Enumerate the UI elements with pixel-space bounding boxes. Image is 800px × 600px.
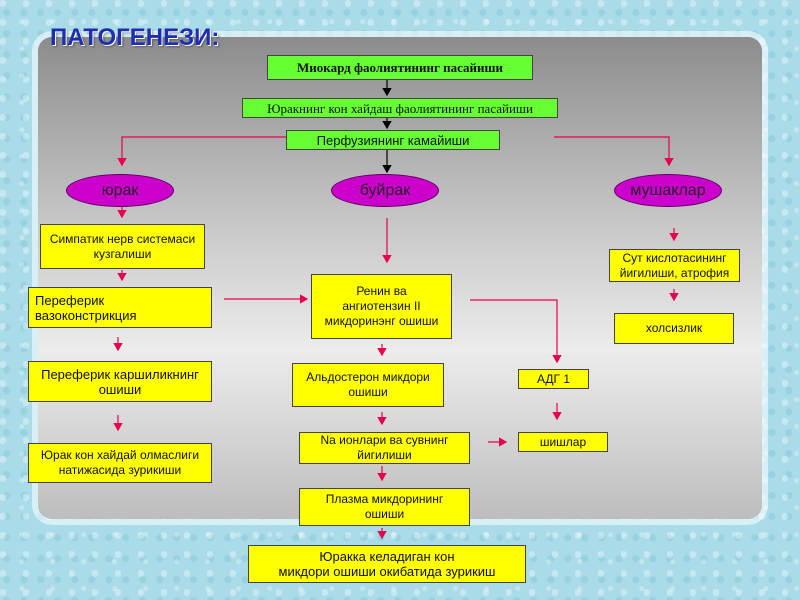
plasma-box: Плазма микдорининг ошиши: [299, 488, 470, 526]
arrow-to-muscle: [554, 136, 674, 167]
heart-failure-box: Юрак кон хайдай олмаслиги натижасида зур…: [28, 443, 212, 483]
renin-box: Ренин ва ангиотензин II микдоринэнг ошиш…: [311, 274, 452, 339]
lactic-acid-box: Сут кислотасининг йигилиши, атрофия: [609, 249, 740, 282]
perfusion-box: Перфузиянинг камайиши: [286, 130, 500, 150]
aldosterone-box: Альдостерон микдори ошиши: [292, 363, 444, 407]
heart-pump-box: Юракнинг кон хайдаш фаолиятининг пасайиш…: [242, 98, 558, 118]
resistance-box: Переферик каршиликнинг ошиши: [28, 361, 212, 402]
organ-heart: юрак: [66, 174, 174, 207]
page-title: ПАТОГЕНЕЗИ:: [50, 24, 220, 51]
sympathetic-box: Симпатик нерв системаси кузгалиши: [40, 224, 205, 269]
arrow-renin-to-adg: [470, 299, 562, 364]
organ-muscle: мушаклар: [614, 174, 722, 207]
organ-kidney: буйрак: [331, 174, 439, 207]
edema-box: шишлар: [518, 432, 608, 452]
result-box: Юракка келадиган кон микдори ошиши окиба…: [248, 545, 526, 583]
vasoconstriction-box: Переферик вазоконстрикция: [28, 287, 212, 328]
weakness-box: холсизлик: [614, 313, 734, 344]
arrow-to-heart: [117, 136, 286, 167]
sodium-water-box: Na ионлари ва сувнинг йигилиши: [299, 432, 470, 464]
myocard-box: Миокард фаолиятининг пасайиши: [267, 55, 533, 80]
adg-box: АДГ 1: [518, 369, 589, 389]
